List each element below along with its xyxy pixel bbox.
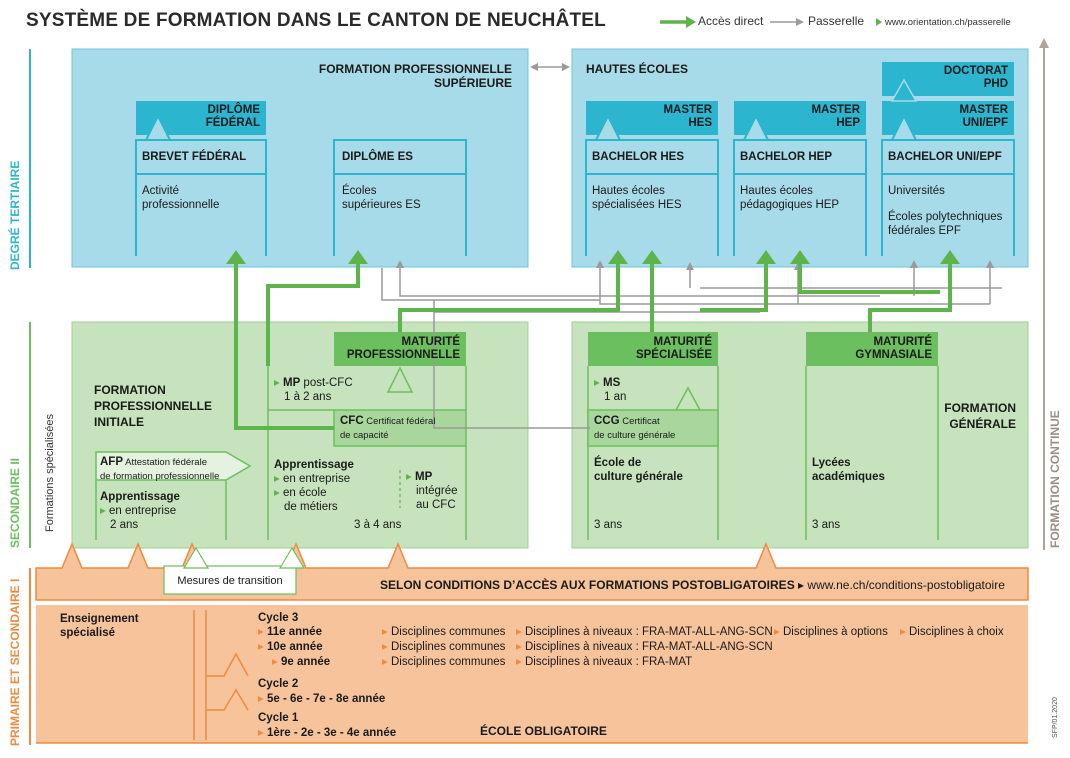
- ecg-duration: 3 ans: [594, 519, 623, 531]
- legend-passerelle-arrow: [770, 18, 804, 26]
- disc-communes-11: ▸ Disciplines communes: [382, 626, 506, 638]
- disc-niveaux-10: ▸ Disciplines à niveaux : FRA-MAT-ALL-AN…: [516, 641, 773, 653]
- side-label-formations-specialisees: Formations spécialisées: [44, 414, 56, 532]
- ecole-obligatoire: ÉCOLE OBLIGATOIRE: [480, 724, 607, 738]
- apprentissage-cfc: Apprentissage ▸ en entreprise ▸ en école…: [274, 459, 354, 513]
- apprentissage-afp: Apprentissage ▸ en entreprise 2 ans: [100, 491, 180, 531]
- years-1-4: ▸ 1ère - 2e - 3e - 4e année: [258, 727, 397, 739]
- legend-direct-arrow: [660, 16, 696, 28]
- side-label-primaire: PRIMAIRE ET SECONDAIRE I: [8, 578, 22, 746]
- cycle3-label: Cycle 3: [258, 612, 299, 624]
- side-label-secondaire2: SECONDAIRE II: [8, 457, 22, 548]
- page-title: SYSTÈME DE FORMATION DANS LE CANTON DE N…: [26, 10, 606, 31]
- years-5-8: ▸ 5e - 6e - 7e - 8e année: [258, 693, 386, 705]
- lycees-duration: 3 ans: [812, 519, 841, 531]
- cfc-box: CFC Certificat fédéral de capacité: [340, 415, 436, 441]
- ms-box: ▸ MS 1 an: [594, 377, 627, 403]
- disc-options-11: ▸ Disciplines à options: [774, 626, 888, 638]
- document-code: SFP/01.2020: [1052, 697, 1059, 738]
- year-11: ▸ 11e année: [258, 626, 322, 638]
- mp-postcfc: ▸ MP post-CFC 1 à 2 ans: [274, 377, 353, 403]
- legend-direct-label: Accès direct: [698, 14, 764, 28]
- cycle1-label: Cycle 1: [258, 712, 299, 724]
- cfc-duration: 3 à 4 ans: [354, 519, 402, 531]
- bachelor-hes-title: BACHELOR HES: [592, 151, 685, 163]
- brevet-federal-title: BREVET FÉDÉRAL: [142, 151, 247, 163]
- mesures-transition: Mesures de transition: [177, 575, 283, 587]
- afp-box: AFP Attestation fédérale de formation pr…: [100, 456, 220, 482]
- disc-communes-10: ▸ Disciplines communes: [382, 641, 506, 653]
- year-10: ▸ 10e année: [258, 641, 323, 653]
- disc-niveaux-9: ▸ Disciplines à niveaux : FRA-MAT: [516, 656, 693, 668]
- diplome-es-title: DIPLÔME ES: [342, 151, 413, 163]
- conditions-link[interactable]: www.ne.ch/conditions-postobligatoire: [807, 578, 1005, 592]
- bachelor-hep-title: BACHELOR HEP: [740, 151, 833, 163]
- legend-passerelle-link[interactable]: www.orientation.ch/passerelle: [885, 17, 1011, 28]
- uni-text: Universités Écoles polytechniques fédéra…: [888, 185, 1003, 237]
- side-label-formation-continue: FORMATION CONTINUE: [1048, 410, 1062, 548]
- side-label-tertiaire: DEGRÉ TERTIAIRE: [8, 160, 22, 270]
- cycle2-label: Cycle 2: [258, 678, 299, 690]
- year-9: ▸ 9e année: [272, 656, 331, 668]
- disc-communes-9: ▸ Disciplines communes: [382, 656, 506, 668]
- bachelor-uni-title: BACHELOR UNI/EPF: [888, 151, 1002, 163]
- he-header: HAUTES ÉCOLES: [586, 62, 689, 76]
- disc-niveaux-11: ▸ Disciplines à niveaux : FRA-MAT-ALL-AN…: [516, 626, 773, 638]
- mp-integree: ▸ MP intégrée au CFC: [406, 471, 458, 511]
- legend-passerelle-label: Passerelle: [808, 14, 865, 28]
- ccg-box: CCG Certificat de culture générale: [594, 415, 676, 441]
- disc-choix-11: ▸ Disciplines à choix: [900, 626, 1004, 638]
- conditions-text: SELON CONDITIONS D’ACCÈS AUX FORMATIONS …: [380, 578, 1005, 592]
